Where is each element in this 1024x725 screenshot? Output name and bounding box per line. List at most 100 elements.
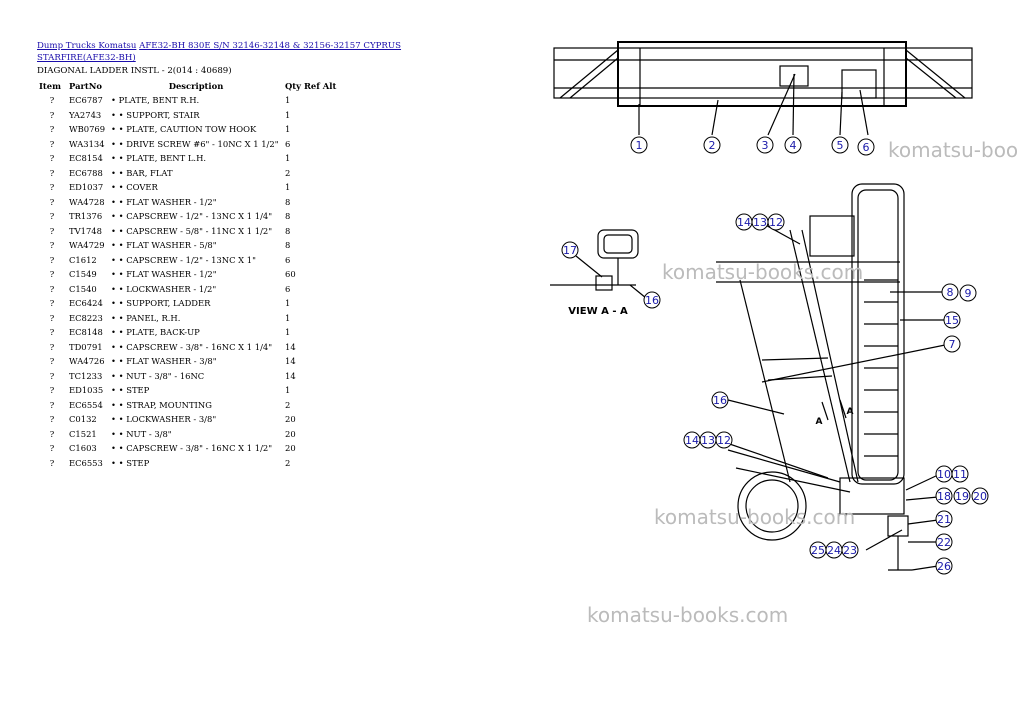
callout-number: 21 [937,513,951,526]
partno-cell: EC6553 [69,457,103,468]
callout: 9 [959,284,977,302]
breadcrumb-link-dump-trucks[interactable]: Dump Trucks Komatsu [37,41,137,51]
item-cell: ? [49,196,55,207]
table-row: ?EC6787• PLATE, BENT R.H.1 [37,93,338,108]
callout-circle [643,291,661,309]
callout-circle [953,487,971,505]
callout: 17 [561,241,579,259]
callout: 19 [953,487,971,505]
item-cell: ? [49,225,55,236]
callout-number: 3 [762,139,769,152]
item-cell: ? [49,182,55,193]
item-cell: ? [49,327,55,338]
callout: 16 [643,291,661,309]
qty-cell: 8 [285,225,291,236]
item-cell: ? [49,428,55,439]
qty-cell: 6 [285,254,291,265]
item-cell: ? [49,269,55,280]
qty-cell: 2 [285,399,291,410]
partno-cell: YA2743 [69,109,102,120]
item-cell: ? [49,385,55,396]
breadcrumb-link-model[interactable]: AFE32-BH 830E S/N 32146-32148 & 32156-32… [37,41,402,63]
callout: 2 [703,136,721,154]
qty-cell: 1 [285,327,291,338]
callout-number: 13 [753,216,767,229]
callout: 3 [756,136,774,154]
callout-number: 26 [937,560,951,573]
item-cell: ? [49,341,55,352]
partno-cell: EC8148 [69,327,103,338]
table-row: ?WA4728• • FLAT WASHER - 1/2"8 [37,195,338,210]
callout-circle [935,487,953,505]
callout-circle [841,541,859,559]
callout-circle [561,241,579,259]
arrow-label-a-left: A [816,417,823,427]
callout-circle [941,283,959,301]
partno-cell: C1603 [69,443,97,454]
item-cell: ? [49,124,55,135]
table-row: ?TR1376• • CAPSCREW - 1/2" - 13NC X 1 1/… [37,209,338,224]
callout: 8 [941,283,959,301]
partno-cell: EC6424 [69,298,103,309]
callout-number: 12 [769,216,783,229]
description-cell: • • FLAT WASHER - 1/2" [111,196,217,207]
watermark-3: komatsu-books.com [654,505,856,529]
callout: 13 [751,213,769,231]
watermark-4: komatsu-books.com [587,603,789,627]
diagram-callouts: A A VIEW A - A [568,306,853,427]
callout-number: 16 [645,294,659,307]
callout-number: 9 [965,287,972,300]
item-cell: ? [49,298,55,309]
description-cell: • • LOCKWASHER - 1/2" [111,283,217,294]
description-cell: • • BAR, FLAT [111,167,173,178]
qty-cell: 2 [285,457,291,468]
callout: 22 [935,533,953,551]
callout-number: 23 [843,544,857,557]
callout-number: 11 [953,468,967,481]
qty-cell: 1 [285,153,291,164]
qty-cell: 1 [285,109,291,120]
breadcrumb: Dump Trucks Komatsu AFE32-BH 830E S/N 32… [37,40,417,64]
item-cell: ? [49,167,55,178]
qty-cell: 14 [285,370,296,381]
callout-number: 14 [685,434,699,447]
callout-number: 12 [717,434,731,447]
partno-cell: WA4726 [69,356,105,367]
callout-number: 22 [937,536,951,549]
callout-number: 14 [737,216,751,229]
col-item: Item [39,81,61,91]
partno-cell: C1612 [69,254,97,265]
description-cell: • • FLAT WASHER - 3/8" [111,356,217,367]
item-cell: ? [49,153,55,164]
description-cell: • • FLAT WASHER - 1/2" [111,269,217,280]
callout-number: 25 [811,544,825,557]
watermark-1: komatsu-boo [888,138,1019,162]
table-row: ?TD0791• • CAPSCREW - 3/8" - 16NC X 1 1/… [37,340,338,355]
item-cell: ? [49,399,55,410]
table-row: ?C1549• • FLAT WASHER - 1/2"60 [37,267,338,282]
watermark-2: komatsu-books.com [662,260,864,284]
partno-cell: ED1037 [69,182,104,193]
col-description: Description [168,81,224,91]
item-cell: ? [49,370,55,381]
table-row: ?EC8154• • PLATE, BENT L.H.1 [37,151,338,166]
table-row: ?TV1748• • CAPSCREW - 5/8" - 11NC X 1 1/… [37,224,338,239]
description-cell: • • NUT - 3/8" [111,428,172,439]
description-cell: • • CAPSCREW - 3/8" - 16NC X 1 1/4" [111,341,273,352]
description-cell: • • CAPSCREW - 1/2" - 13NC X 1 1/4" [111,211,273,222]
callout-circle [935,533,953,551]
arrow-label-a-right: A [847,407,854,417]
description-cell: • • FLAT WASHER - 5/8" [111,240,217,251]
callout: 4 [784,136,802,154]
description-cell: • • CAPSCREW - 3/8" - 16NC X 1 1/2" [111,443,273,454]
callout-circle [943,311,961,329]
callout: 24 [825,541,843,559]
table-row: ?WA4726• • FLAT WASHER - 3/8"14 [37,354,338,369]
callout-number: 2 [709,139,716,152]
partno-cell: EC8223 [69,312,103,323]
